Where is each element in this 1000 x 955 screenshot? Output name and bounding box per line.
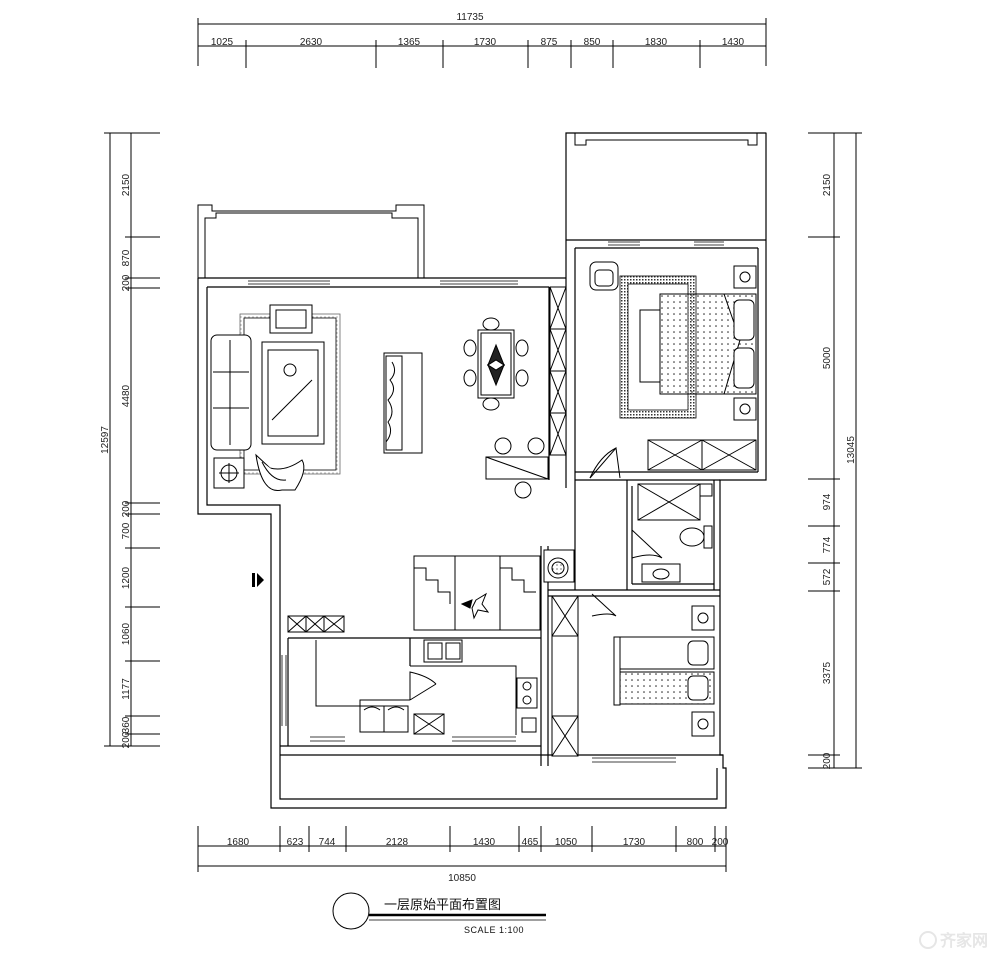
top-dim-3: 1365: [398, 37, 421, 48]
left-segment-labels: 2150 870 200 4480 200 700 1200 1060 1177…: [121, 173, 132, 748]
bedroom2-nightstand-icon: [691, 605, 715, 737]
bedroom-closet-icon: [647, 439, 757, 471]
top-dim-7: 1830: [645, 37, 668, 48]
sofa-icon: [210, 334, 252, 451]
bottom-dim-7: 1050: [555, 837, 578, 848]
left-dim-3: 200: [121, 274, 132, 291]
balcony-left: [197, 204, 425, 278]
bottom-dim-6: 465: [522, 837, 539, 848]
top-total-dim: 11735: [456, 12, 484, 23]
balcony-right: [565, 132, 767, 240]
right-dim-3: 974: [822, 493, 833, 510]
left-dim-8: 1060: [121, 622, 132, 645]
armchair-icon: [269, 304, 313, 334]
top-segment-labels: 1025 2630 1365 1730 875 850 1830 1430: [211, 37, 745, 48]
wardrobe-icon: [551, 595, 579, 757]
stove-icon: [359, 705, 409, 733]
top-dim-8: 1430: [722, 37, 745, 48]
left-dim-9: 1177: [121, 678, 132, 700]
left-dim-6: 700: [121, 522, 132, 539]
right-dim-6: 3375: [822, 661, 833, 684]
twin-bed-icon: [613, 636, 715, 706]
watermark-logo-icon: [919, 931, 937, 949]
top-dimension: [197, 18, 767, 68]
bottom-dim-10: 200: [712, 837, 729, 848]
bottom-dim-1: 1680: [227, 837, 250, 848]
double-bed-icon: [639, 293, 757, 395]
side-table-icon: [213, 457, 245, 489]
right-dimension: [808, 132, 862, 769]
staircase: [413, 555, 541, 631]
left-total-dim: 12597: [100, 426, 111, 454]
bathroom-walls: [548, 480, 720, 597]
bottom-total-dim: 10850: [448, 873, 476, 884]
watermark: 齐家网: [919, 931, 988, 950]
coffee-table-icon: [261, 341, 325, 445]
left-dim-5: 200: [121, 500, 132, 517]
left-dim-2: 870: [121, 249, 132, 266]
left-dim-10: 360: [121, 716, 132, 733]
right-dim-5: 572: [822, 568, 833, 585]
right-dim-4: 774: [822, 536, 833, 553]
lounge-chair-icon: [255, 453, 305, 492]
bedroom2-door-icon: [591, 593, 617, 617]
toilet-icon: [679, 525, 713, 549]
right-dim-7: 200: [822, 752, 833, 769]
right-segment-labels: 2150 5000 974 774 572 3375 200: [822, 173, 833, 769]
bedroom-chair-icon: [589, 261, 619, 291]
right-dim-1: 2150: [822, 173, 833, 196]
sink-icon: [641, 563, 681, 583]
tv-cabinet-icon: [383, 352, 423, 454]
bottom-dim-2: 623: [287, 837, 304, 848]
bottom-dim-9: 800: [687, 837, 704, 848]
bottom-dimension: [197, 826, 727, 872]
bottom-dim-4: 2128: [386, 837, 409, 848]
left-dimension: [104, 132, 160, 747]
shoe-cabinet-icon: [287, 615, 345, 633]
bedroom-door-icon: [589, 446, 621, 479]
bottom-dim-8: 1730: [623, 837, 646, 848]
left-dim-1: 2150: [121, 173, 132, 196]
right-dim-2: 5000: [822, 346, 833, 369]
left-dim-11: 200: [121, 731, 132, 748]
shower-icon: [637, 483, 713, 521]
kitchen-counter-icon: [315, 639, 538, 735]
living-room-walls: [198, 239, 766, 488]
right-total-dim: 13045: [846, 436, 857, 464]
watermark-text: 齐家网: [940, 931, 988, 950]
top-dim-2: 2630: [300, 37, 323, 48]
title-circle: [332, 892, 370, 930]
top-dim-5: 875: [541, 37, 558, 48]
bathroom-door-icon: [631, 529, 663, 559]
top-dim-1: 1025: [211, 37, 234, 48]
washing-machine-icon: [543, 549, 575, 583]
nightstand-icon: [733, 265, 757, 421]
bar-counter-icon: [485, 437, 549, 499]
kitchen-walls: [287, 546, 549, 766]
top-dim-6: 850: [584, 37, 601, 48]
drawing-scale: SCALE 1:100: [464, 925, 524, 935]
top-dim-4: 1730: [474, 37, 497, 48]
entrance-arrow-icon: [252, 573, 264, 587]
bottom-dim-3: 744: [319, 837, 336, 848]
windows: [248, 241, 724, 763]
drawing-title: 一层原始平面布置图: [384, 898, 501, 913]
wine-cabinet-icon: [549, 286, 567, 456]
left-dim-4: 4480: [121, 384, 132, 407]
bottom-dim-5: 1430: [473, 837, 496, 848]
bottom-segment-labels: 1680 623 744 2128 1430 465 1050 1730 800…: [227, 837, 729, 848]
left-dim-7: 1200: [121, 566, 132, 589]
title-block: [332, 892, 546, 930]
dining-table-icon: [463, 317, 529, 411]
